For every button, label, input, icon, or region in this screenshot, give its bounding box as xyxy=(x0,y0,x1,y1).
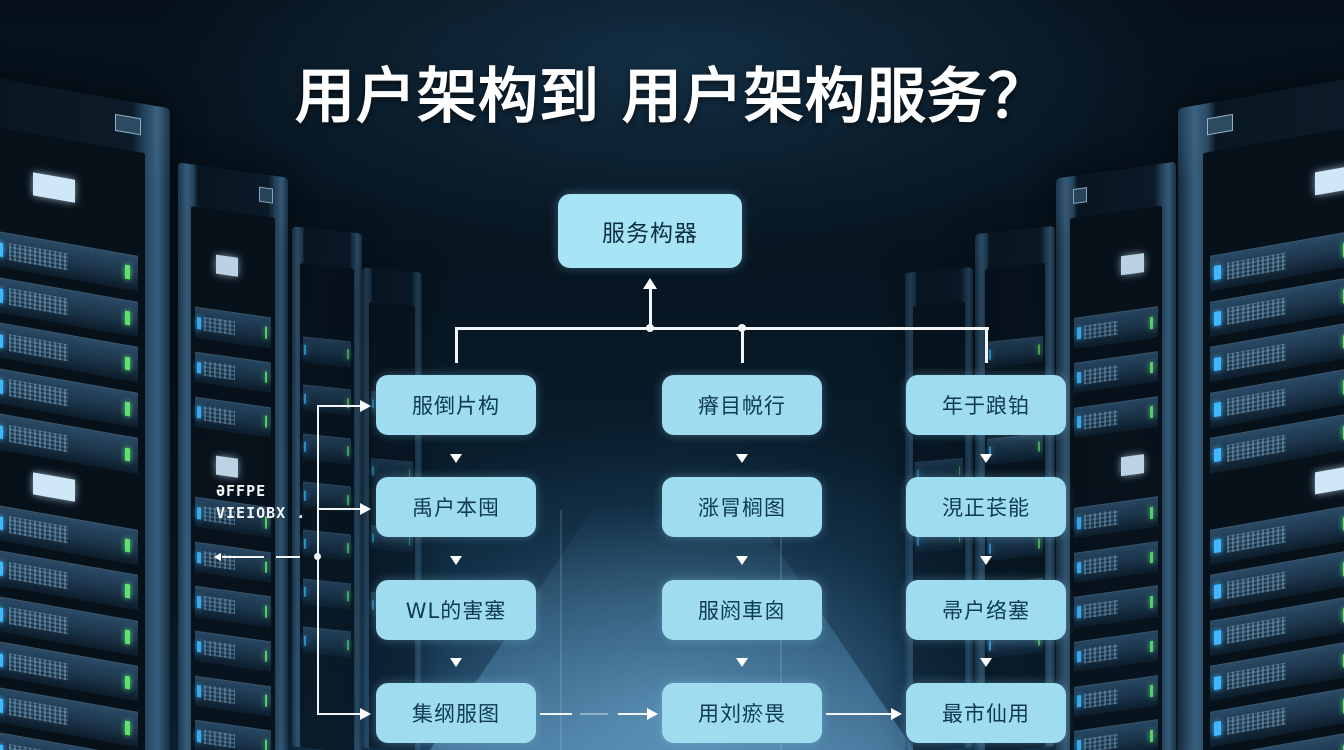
arrow-down-icon xyxy=(450,556,462,565)
connector-dashed xyxy=(580,713,608,715)
arrow-down-icon xyxy=(736,556,748,565)
node-label: 年于踉铂 xyxy=(942,394,1030,418)
root-node-label: 服务构器 xyxy=(602,221,698,247)
connector xyxy=(317,508,361,510)
arrow-down-icon xyxy=(980,454,992,463)
node-label: 禹户本囤 xyxy=(412,496,500,520)
arrow-up-icon xyxy=(643,278,657,289)
arrow-left-icon xyxy=(214,553,221,561)
node-col2-1[interactable]: 瘠目帨行 xyxy=(662,375,822,435)
node-col2-3[interactable]: 服阏車囪 xyxy=(662,580,822,640)
arrow-down-icon xyxy=(736,454,748,463)
page-title: 用户架构到 用户架构服务？ xyxy=(295,62,1049,132)
node-label: 涀正苌能 xyxy=(942,496,1030,520)
side-annotation: ƏFFPE VIEIOBX . xyxy=(216,480,306,524)
arrow-right-icon xyxy=(360,503,371,515)
server-rack-right-1 xyxy=(1178,71,1344,750)
node-label: 集纲服图 xyxy=(412,702,500,726)
connector xyxy=(826,713,892,715)
node-col2-4[interactable]: 用刘瘀畏 xyxy=(662,683,822,743)
node-col3-2[interactable]: 涀正苌能 xyxy=(906,477,1066,537)
connector-left-trunk xyxy=(317,405,319,715)
node-col3-4[interactable]: 最市仙用 xyxy=(906,683,1066,743)
junction-dot xyxy=(646,324,654,332)
floor-reflection xyxy=(560,510,562,750)
arrow-right-icon xyxy=(360,708,371,720)
connector-dashed xyxy=(618,713,648,715)
arrow-down-icon xyxy=(450,658,462,667)
server-rack-left-1 xyxy=(0,71,170,750)
side-annotation-line1: ƏFFPE xyxy=(216,482,267,500)
junction-dot xyxy=(314,553,321,560)
node-label: 服倒片构 xyxy=(412,394,500,418)
connector-dashed xyxy=(276,556,300,558)
side-annotation-line2: VIEIOBX . xyxy=(216,504,307,522)
node-col1-2[interactable]: 禹户本囤 xyxy=(376,477,536,537)
arrow-down-icon xyxy=(980,658,992,667)
server-rack-left-2 xyxy=(178,162,288,750)
connector xyxy=(317,713,361,715)
arrow-down-icon xyxy=(980,556,992,565)
arrow-right-icon xyxy=(360,400,371,412)
connector xyxy=(649,288,652,328)
node-label: 服阏車囪 xyxy=(698,599,786,623)
arrow-down-icon xyxy=(450,454,462,463)
node-col2-2[interactable]: 涨冐榈图 xyxy=(662,477,822,537)
server-rack-right-2 xyxy=(1056,161,1176,750)
arrow-down-icon xyxy=(736,658,748,667)
node-label: 最市仙用 xyxy=(942,702,1030,726)
root-node[interactable]: 服务构器 xyxy=(558,194,742,268)
arrow-right-icon xyxy=(647,708,658,720)
node-col1-1[interactable]: 服倒片构 xyxy=(376,375,536,435)
connector xyxy=(455,327,458,363)
connector xyxy=(741,327,744,363)
node-label: 涨冐榈图 xyxy=(698,496,786,520)
connector-bus xyxy=(455,327,989,330)
node-label: 帚户络塞 xyxy=(942,599,1030,623)
arrow-right-icon xyxy=(891,708,902,720)
connector xyxy=(317,405,361,407)
node-label: WL的害塞 xyxy=(405,599,507,623)
node-label: 瘠目帨行 xyxy=(698,394,786,418)
node-col1-3[interactable]: WL的害塞 xyxy=(376,580,536,640)
node-col3-3[interactable]: 帚户络塞 xyxy=(906,580,1066,640)
connector-dashed xyxy=(222,556,264,558)
connector-dashed xyxy=(540,713,572,715)
node-label: 用刘瘀畏 xyxy=(698,702,786,726)
connector xyxy=(985,327,988,363)
node-col1-4[interactable]: 集纲服图 xyxy=(376,683,536,743)
node-col3-1[interactable]: 年于踉铂 xyxy=(906,375,1066,435)
